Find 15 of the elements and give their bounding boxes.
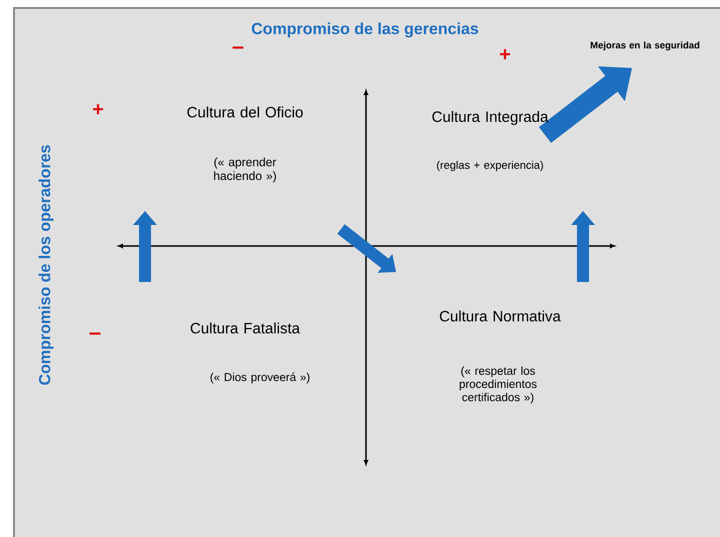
quadrant-title: Cultura Integrada xyxy=(432,111,548,125)
quadrant-subtitle: (reglas + experiencia) xyxy=(437,160,543,172)
axis-title: Compromiso de las gerencias xyxy=(252,22,478,38)
quadrant-title: Cultura Normativa xyxy=(440,310,561,322)
plus-sign: + xyxy=(93,104,104,114)
minus-sign: – xyxy=(90,332,100,335)
quadrant-subtitle: (« respetar los procedimientos certificados ») xyxy=(460,366,537,404)
note-text: Mejoras en la seguridad xyxy=(590,42,700,50)
plus-sign: + xyxy=(500,49,510,60)
quadrant-title: Cultura del Oficio xyxy=(187,106,303,118)
quadrant-subtitle: (« aprender haciendo ») xyxy=(214,158,276,182)
axis-title: Compromiso de los operadores xyxy=(38,145,54,385)
minus-sign: – xyxy=(232,46,244,49)
quadrant-title: Cultura Fatalista xyxy=(190,322,300,334)
quadrant-subtitle: (« Dios proveerá ») xyxy=(210,372,310,384)
